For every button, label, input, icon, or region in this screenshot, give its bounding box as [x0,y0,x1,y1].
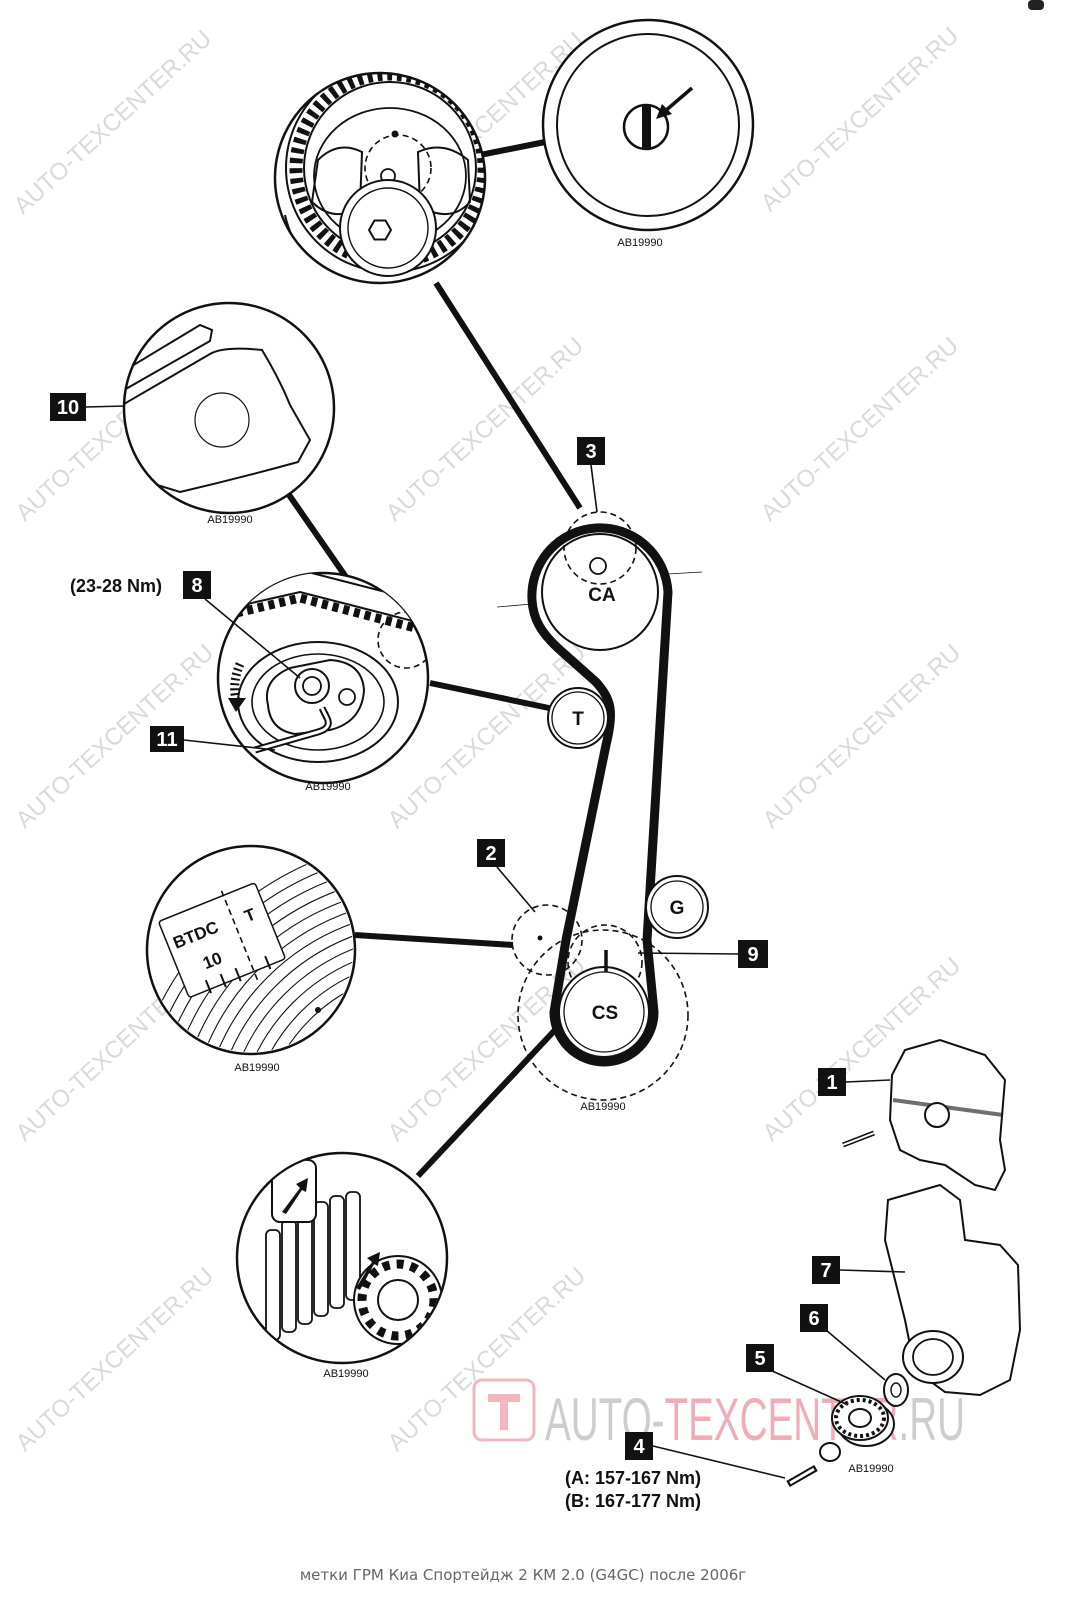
label-11: 11 [150,726,184,752]
label-2-text: 2 [485,843,496,865]
figure-code: AB19990 [305,781,350,793]
label-9-text: 9 [747,944,758,966]
figure-code: AB19990 [580,1101,625,1113]
label-5-text: 5 [754,1348,765,1370]
detail-circle-tensioner [216,571,430,785]
label-10-text: 10 [57,397,79,419]
figure-code: AB19990 [234,1062,279,1074]
mark-circle-2 [511,904,583,976]
label-8-text: 8 [191,575,202,597]
label-8: 8 [183,571,211,599]
timing-belt [527,523,673,1067]
connector-crank-detail-to-ca [433,281,583,510]
mark-circle-3 [563,511,637,585]
figure-code: AB19990 [617,237,662,249]
crank-bolt-torque-a: (A: 157-167 Nm) [565,1468,701,1488]
label-9: 9 [738,940,768,968]
label-1: 1 [818,1068,846,1096]
rotation-arrow-icon [228,698,246,712]
detail-circle-btdc-scale: BTDC 10 T [145,844,357,1056]
cover-bolt [842,1130,875,1148]
arrow-icon [282,1178,308,1214]
figure-code: AB19990 [848,1463,893,1475]
washer [819,1442,841,1462]
crank-bolt-4 [786,1464,818,1488]
detail-circle-crank-sprocket [235,1151,449,1365]
mark-circle-cs-large [517,929,689,1101]
label-4-text: 4 [633,1436,645,1458]
pulley-ca-label: CA [588,585,616,606]
logo-text-part3: .RU [898,1386,965,1453]
detail-circle-camshaft-mark [541,18,755,232]
pulley-t-label: T [572,709,584,730]
connector-detail10-to-tensioner [284,490,358,592]
connector-sprocket-to-cs [415,1027,558,1179]
label-6: 6 [800,1304,828,1332]
ca-reference-line [667,571,703,575]
label-5: 5 [746,1344,774,1372]
tensioner-torque: (23-28 Nm) [70,576,162,596]
arrow-icon [356,1252,380,1290]
crank-bolt-torque-b: (B: 167-177 Nm) [565,1491,701,1511]
figure-code: AB19990 [323,1368,368,1380]
camshaft-pulley: CA [541,533,659,651]
label-6-text: 6 [808,1308,819,1330]
label-4: 4 [625,1432,653,1460]
arrow-icon [662,86,694,114]
detail-circle-10 [122,301,336,515]
crank-sprocket-5 [831,1395,895,1447]
timing-mark-bar [642,106,651,148]
label-3-text: 3 [585,441,596,463]
label-11-text: 11 [156,729,177,751]
label-10: 10 [50,393,86,421]
pulley-g-label: G [670,898,685,919]
allen-key [254,707,330,752]
detail-circle-camshaft-pulley [273,71,487,285]
figure-code: AB19990 [207,514,252,526]
mark-circle-9 [567,924,643,1000]
leader-lines [85,405,906,1479]
label-7: 7 [812,1256,840,1284]
label-3: 3 [577,437,605,465]
connector-tensioner-to-t [429,680,550,711]
crankshaft-pulley: CS [558,966,650,1058]
connector-btdc-to-mark2 [354,932,514,948]
tensioner-pulley: T [547,687,609,749]
label-7-text: 7 [820,1260,831,1282]
pulley-cs-label: CS [592,1003,618,1024]
belt-layout: CA T G CS [496,511,709,1101]
exploded-parts [786,1038,1022,1488]
washer-6 [883,1373,909,1407]
logo-icon [472,1378,536,1442]
label-2: 2 [477,839,505,867]
idler-pulley: G [645,875,709,939]
image-caption: метки ГРМ Киа Спортейдж 2 КМ 2.0 (G4GC) … [300,1566,746,1584]
label-1-text: 1 [826,1072,837,1094]
corner-mark [1028,0,1044,10]
ca-reference-line [496,603,533,608]
